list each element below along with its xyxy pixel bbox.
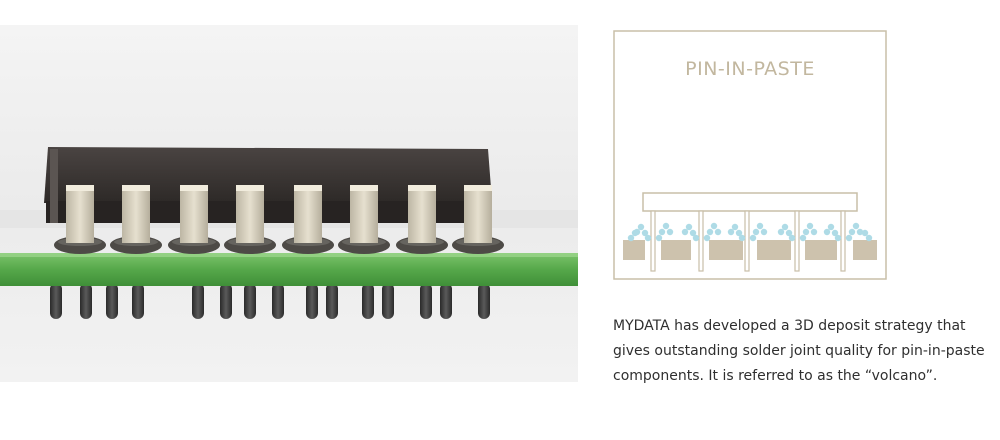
solder-paste-dot (637, 223, 645, 231)
chip-lead-top (464, 185, 492, 191)
component-pin (840, 210, 846, 272)
solder-paste-dot (785, 229, 793, 237)
component-pin (744, 210, 750, 272)
solder-paste-dot (848, 228, 856, 236)
pin-in-paste-diagram (613, 30, 887, 280)
component-pin (650, 210, 656, 272)
chip-photo (0, 25, 578, 382)
solder-paste-dot (692, 234, 700, 242)
solder-paste-dot (689, 229, 697, 237)
solder-paste-dot (827, 223, 835, 231)
solder-paste-dot (685, 223, 693, 231)
solder-pin-bottom (220, 283, 232, 319)
solder-paste-dot (655, 234, 663, 242)
solder-paste-dot (831, 229, 839, 237)
chip-lead-top (66, 185, 94, 191)
solder-paste-dot (738, 234, 746, 242)
solder-paste-dot (727, 228, 735, 236)
component-pin (698, 210, 704, 272)
chip-lead (236, 185, 264, 243)
solder-pin-bottom (272, 283, 284, 319)
chip-body (44, 147, 492, 203)
solder-pad (757, 240, 791, 260)
solder-pin-bottom (420, 283, 432, 319)
diagram-pins-and-pads (623, 210, 877, 272)
solder-paste-dot (658, 228, 666, 236)
component-body (642, 192, 858, 212)
solder-paste-dot (731, 223, 739, 231)
component-pin (794, 210, 800, 272)
chip-edge (50, 149, 58, 223)
solder-paste-dot (666, 228, 674, 236)
pcb-board (0, 253, 578, 286)
caption-text: MYDATA has developed a 3D deposit strate… (613, 318, 985, 384)
solder-pin-bottom (478, 283, 490, 319)
solder-paste-dot (865, 234, 873, 242)
chip-lead-top (236, 185, 264, 191)
solder-pin-bottom (362, 283, 374, 319)
solder-paste-dot (631, 229, 639, 237)
solder-pad (623, 240, 645, 260)
solder-paste-dot (735, 229, 743, 237)
solder-paste-dot (823, 228, 831, 236)
chip-lead (122, 185, 150, 243)
chip-lead-top (408, 185, 436, 191)
diagram-title: PIN-IN-PASTE (685, 58, 815, 80)
solder-pad (661, 240, 691, 260)
solder-pin-bottom (440, 283, 452, 319)
solder-pin-bottom (382, 283, 394, 319)
solder-pad (853, 240, 877, 260)
solder-paste-dot (781, 223, 789, 231)
solder-pin-bottom (106, 283, 118, 319)
solder-paste-dot (662, 222, 670, 230)
solder-pin-bottom (132, 283, 144, 319)
solder-paste-dot (788, 234, 796, 242)
solder-pad (805, 240, 837, 260)
chip-lead-top (180, 185, 208, 191)
solder-paste-dot (627, 234, 635, 242)
solder-paste-dot (752, 228, 760, 236)
solder-paste-dot (799, 234, 807, 242)
solder-paste-dot (802, 228, 810, 236)
chip-lead (66, 185, 94, 243)
solder-pin-bottom (306, 283, 318, 319)
solder-paste-dot (749, 234, 757, 242)
chip-underside (46, 201, 492, 223)
chip-assembly (0, 147, 578, 319)
solder-paste-dot (710, 222, 718, 230)
solder-paste-dot (760, 228, 768, 236)
solder-paste-dot (703, 234, 711, 242)
solder-pin-bottom (50, 283, 62, 319)
chip-lead (294, 185, 322, 243)
chip-lead (180, 185, 208, 243)
solder-paste-dot (681, 228, 689, 236)
solder-paste-dot (861, 229, 869, 237)
solder-paste-dot (845, 234, 853, 242)
solder-pin-bottom (80, 283, 92, 319)
solder-paste-dot (706, 228, 714, 236)
chip-lead (464, 185, 492, 243)
solder-paste-dot (856, 228, 864, 236)
pcb-edge-highlight (0, 253, 578, 257)
solder-paste-dot (714, 228, 722, 236)
solder-paste-dot (641, 229, 649, 237)
chip-lead-top (122, 185, 150, 191)
solder-pin-bottom (326, 283, 338, 319)
solder-pin-bottom (244, 283, 256, 319)
chip-lead (350, 185, 378, 243)
solder-paste-dot (834, 234, 842, 242)
solder-pad (709, 240, 743, 260)
solder-paste-dot (806, 222, 814, 230)
chip-lead-top (350, 185, 378, 191)
solder-paste-dot (777, 228, 785, 236)
chip-lead (408, 185, 436, 243)
solder-paste-dot (644, 234, 652, 242)
chip-lead-top (294, 185, 322, 191)
solder-paste-dot (852, 222, 860, 230)
solder-paste-dot (810, 228, 818, 236)
solder-paste-dot (756, 222, 764, 230)
solder-pin-bottom (192, 283, 204, 319)
